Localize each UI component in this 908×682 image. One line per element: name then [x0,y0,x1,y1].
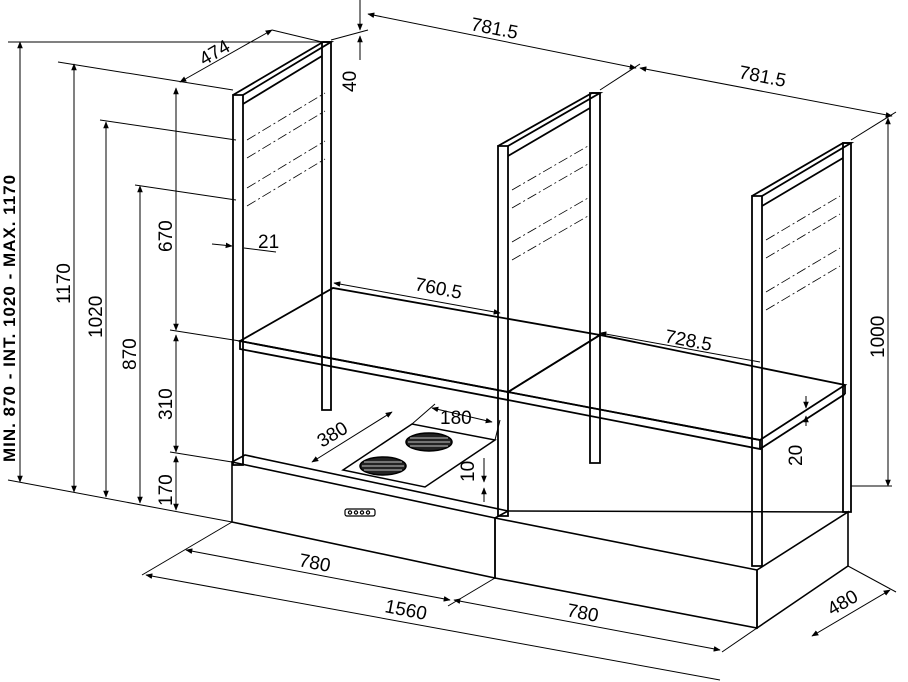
dim-hob-width: 380 [314,418,352,452]
dim-total-width: 1560 [383,596,429,625]
dim-lower-height: 310 [156,388,177,420]
dim-height-1170: 1170 [54,263,75,304]
dim-base-width-right: 780 [565,600,600,627]
dimension-lines [7,0,897,681]
vertical-spec-label: MIN. 870 - INT. 1020 - MAX. 1170 [0,174,19,462]
dim-top-left-depth: 474 [196,36,234,70]
hood-frame [232,41,855,567]
base-cabinets [231,454,849,630]
dim-hob-depth: 180 [440,408,472,429]
dim-hob-thickness: 10 [458,461,479,482]
dim-frame-profile: 21 [258,232,279,253]
dim-base-width-left: 780 [297,550,332,577]
dim-shelf-width-right: 728.5 [663,326,714,356]
dim-top-offset: 40 [340,71,361,92]
dim-height-870: 870 [120,338,141,370]
drawer-knobs [344,508,376,517]
dim-shelf-width-left: 760.5 [413,274,464,304]
dim-base-height: 170 [156,474,177,506]
dim-shelf-thickness: 20 [786,445,807,466]
hidden-lines [246,92,841,311]
dim-right-height: 1000 [868,316,889,358]
dim-upper-height: 670 [156,220,177,252]
dim-height-1020: 1020 [86,296,107,338]
cooktop-hob [341,423,497,488]
dim-top-width-left: 781.5 [469,14,520,44]
dim-base-depth: 480 [824,586,862,620]
